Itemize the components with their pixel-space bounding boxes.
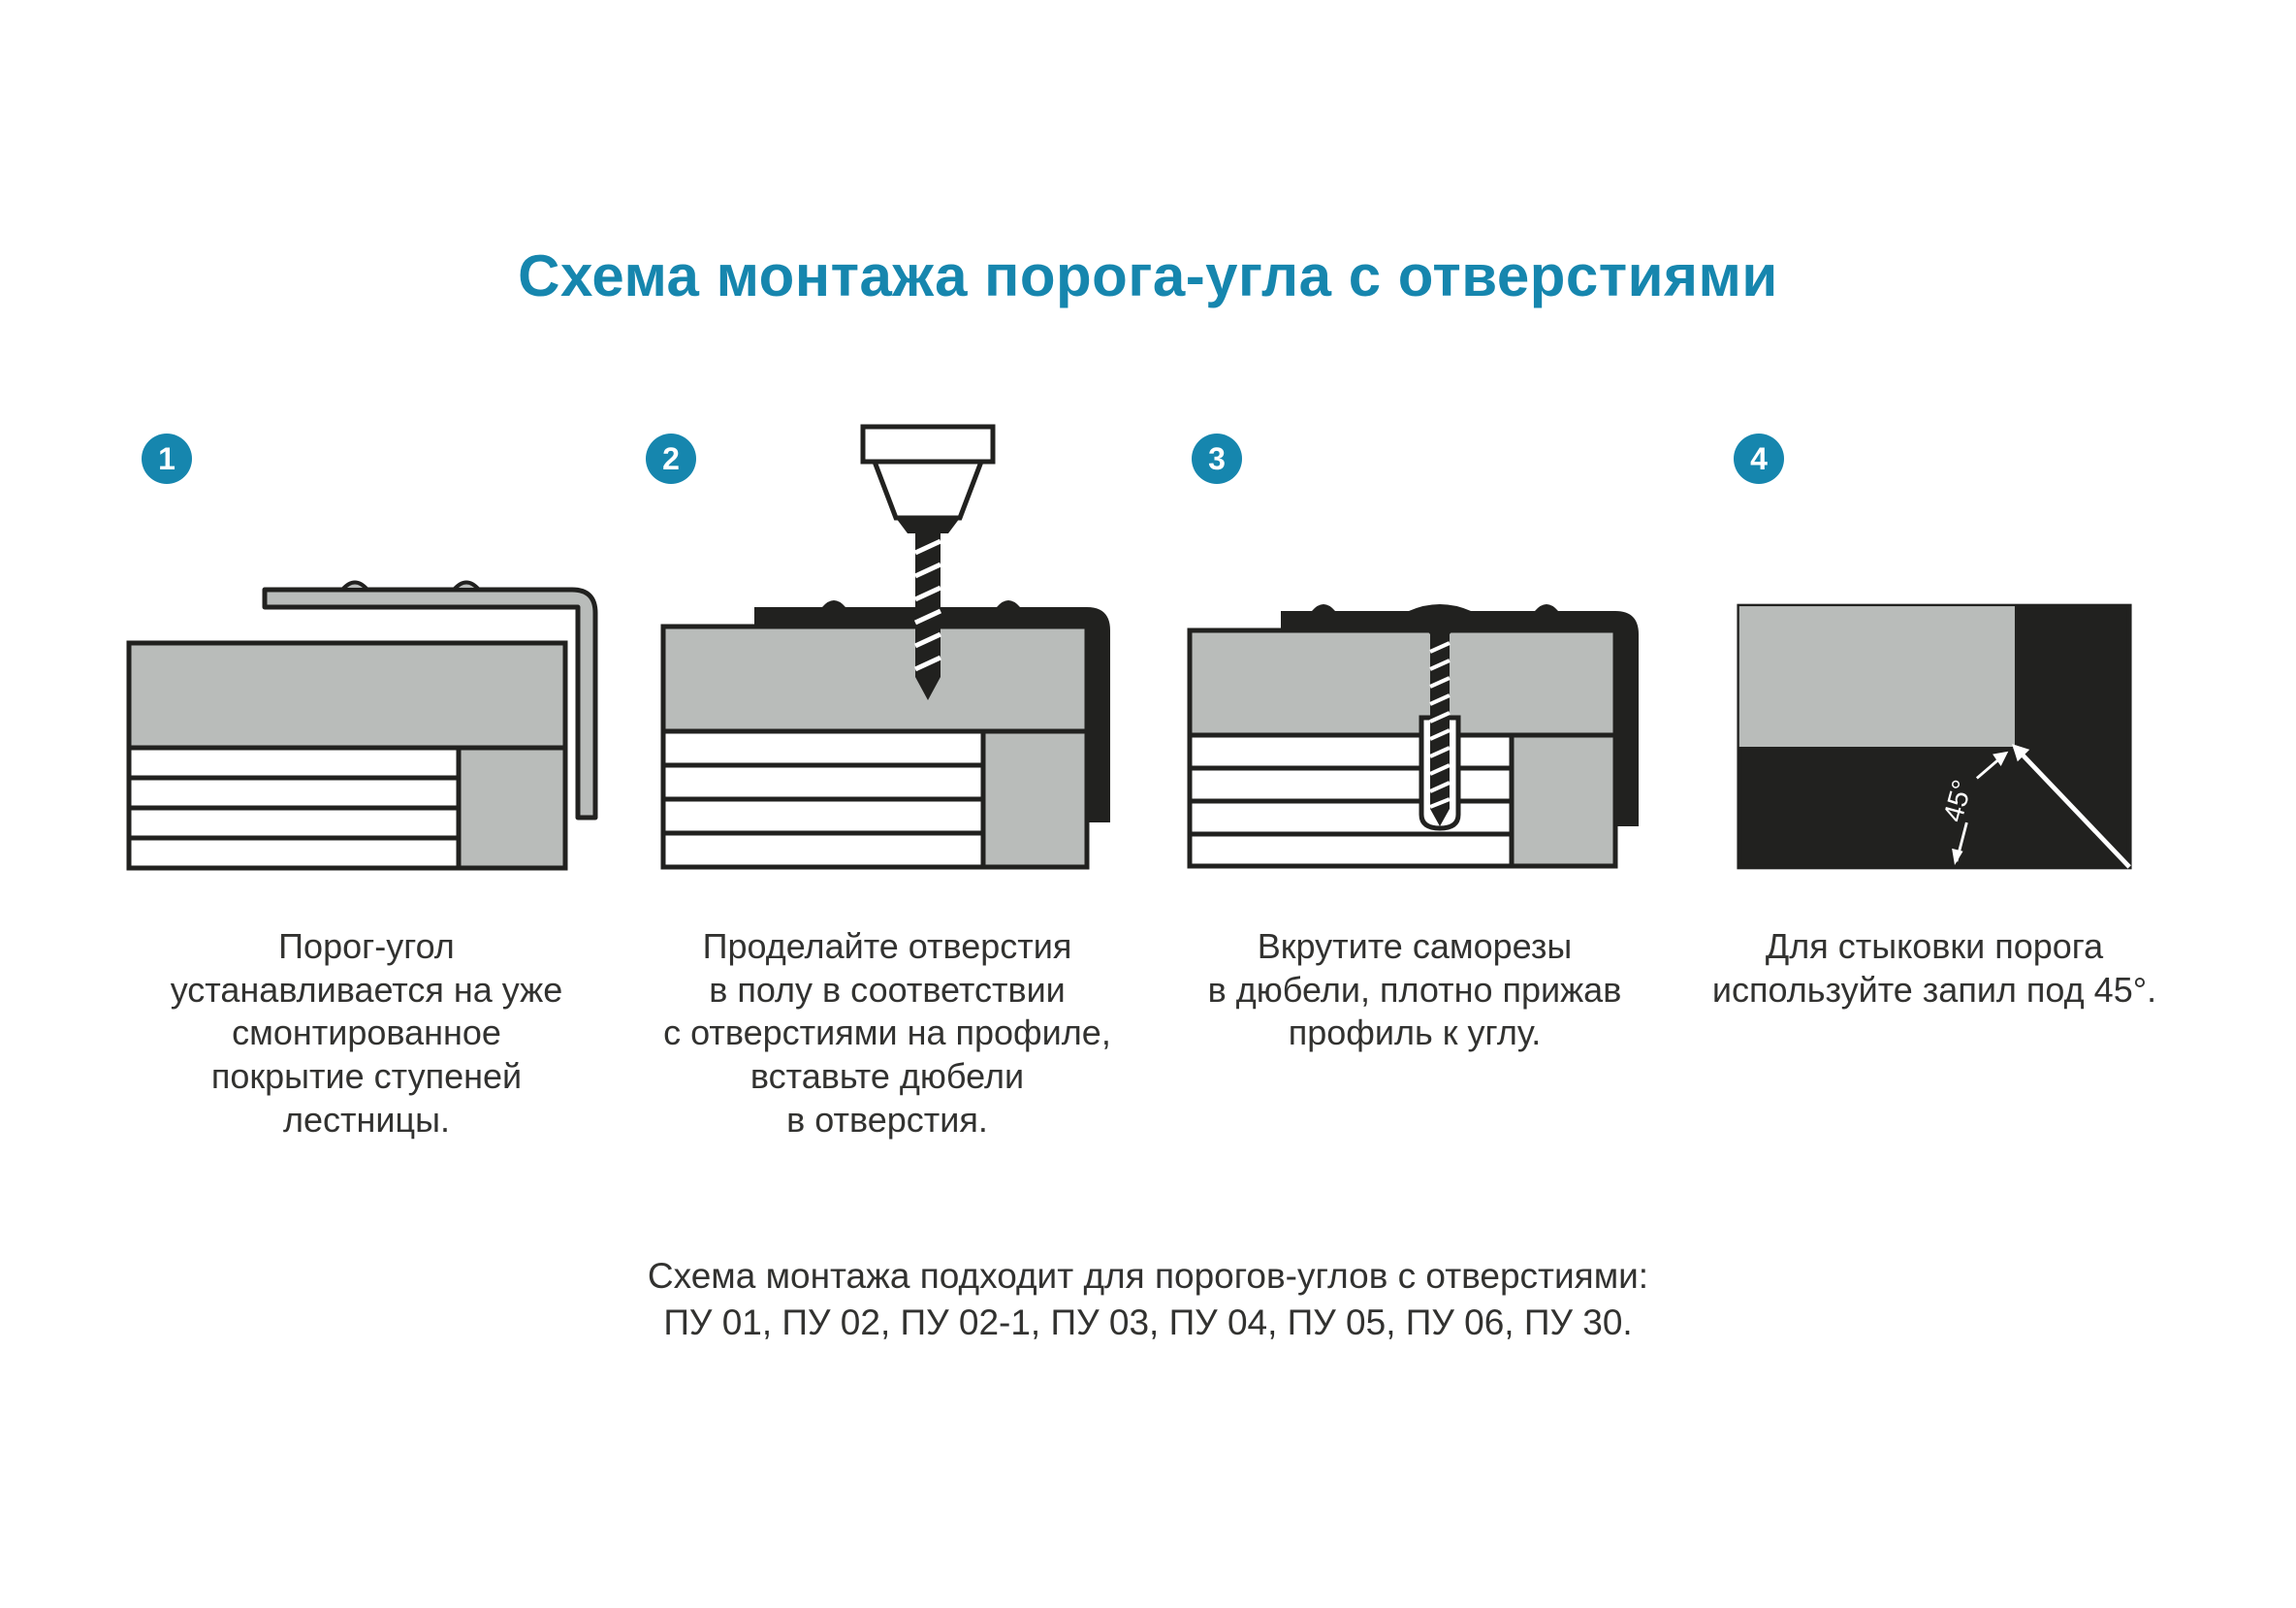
page-title: Схема монтажа порога-угла с отверстиями bbox=[518, 243, 1778, 308]
step-2-caption: Проделайте отверстия в полу в соответств… bbox=[663, 926, 1111, 1140]
step-4-badge: 4 bbox=[1734, 434, 1784, 484]
screw-head-bump bbox=[1409, 604, 1471, 611]
footer-note: Схема монтажа подходит для порогов-углов… bbox=[0, 1253, 2296, 1346]
miter-cut-45-icon: 45° bbox=[1737, 603, 2132, 870]
screw-icon bbox=[1409, 611, 1471, 826]
drill-bit bbox=[915, 533, 941, 677]
corner-profile-on-stair-icon bbox=[126, 580, 598, 871]
step-3-illustration-wrapper bbox=[1186, 434, 1643, 871]
angle-arrowhead-upper bbox=[1993, 751, 2009, 767]
step-2: 2 bbox=[646, 424, 1115, 1171]
step-4: 4 45° Для стыковки порога используйте за… bbox=[1712, 434, 2156, 1171]
tread-covering bbox=[126, 640, 568, 751]
step-3-caption: Вкрутите саморезы в дюбели, плотно прижа… bbox=[1207, 926, 1622, 1053]
step-edge-block bbox=[980, 728, 1090, 870]
screw-hole-bump bbox=[822, 600, 845, 607]
step-3-badge: 3 bbox=[1192, 434, 1242, 484]
tread-covering bbox=[1187, 627, 1618, 738]
footer-line-2: ПУ 01, ПУ 02, ПУ 02-1, ПУ 03, ПУ 04, ПУ … bbox=[663, 1302, 1633, 1343]
step-1-illustration-wrapper bbox=[124, 434, 609, 871]
tread-covering bbox=[660, 624, 1090, 734]
screw-hole-bump bbox=[1535, 604, 1558, 611]
step-2-badge: 2 bbox=[646, 434, 696, 484]
screw-hole-bump bbox=[449, 580, 484, 592]
drill-icon bbox=[860, 424, 996, 700]
corner-profile bbox=[262, 587, 598, 820]
screw-hole-bump bbox=[1312, 604, 1335, 611]
step-1-caption: Порог-угол устанавливается на уже смонти… bbox=[170, 926, 563, 1140]
step-4-caption: Для стыковки порога используйте запил по… bbox=[1711, 926, 2157, 1010]
step-edge-block bbox=[1509, 732, 1618, 869]
drill-into-floor-icon bbox=[660, 424, 1110, 870]
angle-arrowhead-lower bbox=[1952, 848, 1963, 866]
profile-top-surface bbox=[1738, 606, 2015, 747]
cut-line-arrowhead bbox=[2012, 744, 2030, 762]
step-2-illustration-wrapper bbox=[659, 424, 1115, 871]
screw-hole-bump bbox=[337, 580, 372, 592]
step-3: 3 bbox=[1186, 434, 1643, 1171]
step-4-illustration-wrapper: 45° bbox=[1736, 434, 2133, 871]
step-1-badge: 1 bbox=[142, 434, 192, 484]
screw-into-dowel-icon bbox=[1187, 604, 1639, 869]
diagonal-cut-line bbox=[2013, 745, 2131, 869]
footer-line-1: Схема монтажа подходит для порогов-углов… bbox=[647, 1256, 1649, 1296]
step-edge-block bbox=[456, 745, 568, 871]
screw-hole-bump bbox=[997, 600, 1020, 607]
step-1: 1 Порог-угол устанавливается на уже смон… bbox=[124, 434, 609, 1171]
